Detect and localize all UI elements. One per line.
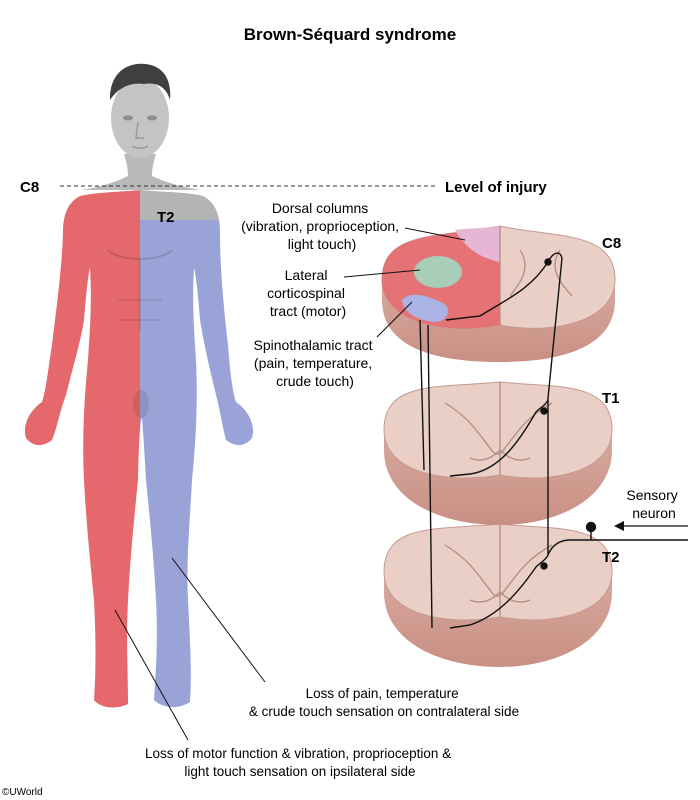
spinothalamic-lesion xyxy=(402,294,448,322)
spinothalamic-pathway xyxy=(419,252,688,629)
spinothalamic-pointer xyxy=(376,301,413,338)
section-label-c8: C8 xyxy=(602,235,621,252)
level-of-injury-label: Level of injury xyxy=(445,179,547,196)
section-label-t1: T1 xyxy=(602,390,620,407)
spinothalamic-label: Spinothalamic tract (pain, temperature, … xyxy=(254,337,377,389)
contralateral-caption: Loss of pain, temperature & crude touch … xyxy=(249,686,519,719)
head xyxy=(82,63,200,190)
dorsal-columns-pointer xyxy=(404,227,466,241)
contralateral-pointer xyxy=(171,557,266,683)
spinal-section-c8 xyxy=(381,225,616,362)
corticospinal-lesion xyxy=(414,256,462,288)
lateral-corticospinal-label: Lateral corticospinal tract (motor) xyxy=(267,267,349,319)
ipsilateral-caption: Loss of motor function & vibration, prop… xyxy=(145,746,455,779)
diagram-title: Brown-Séquard syndrome xyxy=(244,25,457,44)
ipsilateral-pointer xyxy=(114,609,189,741)
ipsilateral-loss-region xyxy=(24,190,140,708)
body-level-t2: T2 xyxy=(157,209,175,226)
contralateral-loss-region xyxy=(140,190,254,708)
sensory-neuron-label: Sensory neuron xyxy=(626,487,681,521)
human-figure xyxy=(24,63,254,708)
spinal-section-t2 xyxy=(383,523,613,667)
copyright: ©UWorld xyxy=(2,787,43,798)
spinal-section-t1 xyxy=(383,381,613,525)
section-label-t2: T2 xyxy=(602,549,620,566)
sensory-neuron-arrow xyxy=(614,521,688,531)
body-level-c8: C8 xyxy=(20,179,39,196)
dorsal-column-lesion xyxy=(455,226,500,262)
corticospinal-pointer xyxy=(343,269,421,278)
dorsal-columns-label: Dorsal columns (vibration, proprioceptio… xyxy=(241,200,403,252)
